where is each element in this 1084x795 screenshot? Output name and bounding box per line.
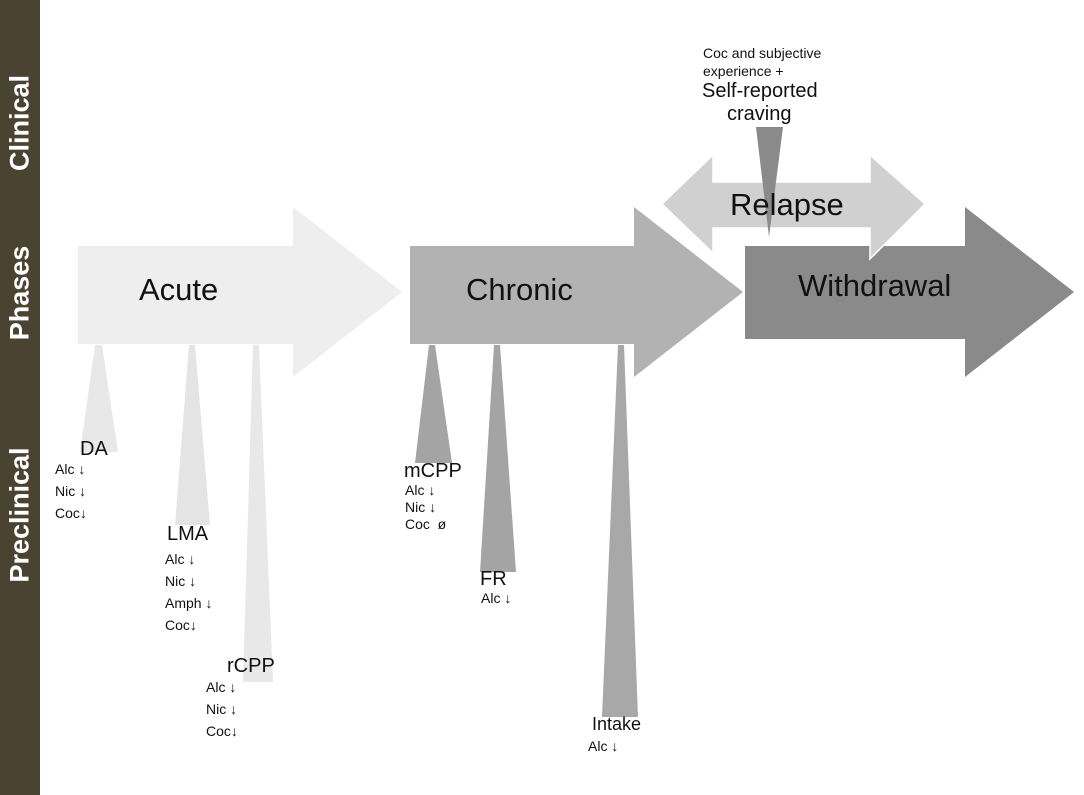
phase-label-withdrawal: Withdrawal [798,268,952,303]
sidebar-label-phases: Phases [4,245,35,341]
phase-label-acute: Acute [139,272,219,307]
measure-title-fr: FR [480,568,507,590]
relapse-arrow [660,153,927,261]
clinical-line-4: craving [727,103,792,125]
measure-row: Alc ↓ [165,551,196,567]
measure-row: Alc ↓ [206,679,237,695]
measure-list-fr: Alc ↓ [481,587,511,609]
measure-row: Nic ↓ [405,499,437,515]
clinical-line-3: Self-reported [702,80,818,102]
measure-row: Coc↓ [206,723,238,739]
withdrawal-arrow [745,207,1074,377]
clinical-line-1: Coc and subjective [703,45,822,61]
da-wedge [80,345,118,452]
mcpp-wedge [415,345,452,463]
chronic-arrow [410,207,743,377]
clinical-line-2: experience + [703,63,784,79]
measure-row: Coc ø [405,516,447,532]
measure-list-mcpp: Alc ↓ Nic ↓ Coc ø [405,482,446,533]
measure-title-rcpp: rCPP [227,655,275,677]
measure-list-rcpp: Alc ↓ Nic ↓ Coc↓ [206,676,238,742]
measure-row: Alc ↓ [405,482,436,498]
measure-title-lma: LMA [167,523,209,545]
fr-wedge [480,345,516,572]
measure-row: Amph ↓ [165,595,213,611]
measure-title-mcpp: mCPP [404,460,462,482]
measure-row: Coc↓ [165,617,197,633]
acute-arrow [78,207,402,377]
measure-list-intake: Alc ↓ [588,735,618,757]
measure-row: Coc↓ [55,505,87,521]
measure-list-da: Alc ↓ Nic ↓ Coc↓ [55,458,87,524]
intake-wedge [602,345,638,717]
measure-row: Nic ↓ [165,573,197,589]
sidebar-label-clinical: Clinical [4,74,35,172]
measure-row: Alc ↓ [55,461,86,477]
measure-title-intake: Intake [592,714,642,734]
phase-label-chronic: Chronic [466,272,573,307]
rcpp-wedge [243,345,273,682]
clinical-annotation-large: Self-reported craving [702,80,818,126]
craving-wedge [756,127,783,237]
phase-label-relapse: Relapse [730,187,844,222]
lma-wedge [175,345,210,525]
measure-row: Nic ↓ [55,483,87,499]
sidebar-label-preclinical: Preclinical [4,447,35,583]
measure-row: Alc ↓ [481,590,512,606]
clinical-annotation-small: Coc and subjective experience + [703,44,821,80]
measure-title-da: DA [80,438,108,460]
measure-row: Alc ↓ [588,738,619,754]
measure-list-lma: Alc ↓ Nic ↓ Amph ↓ Coc↓ [165,548,212,636]
phase-sidebar: Clinical Phases Preclinical [0,0,40,795]
measure-row: Nic ↓ [206,701,238,717]
